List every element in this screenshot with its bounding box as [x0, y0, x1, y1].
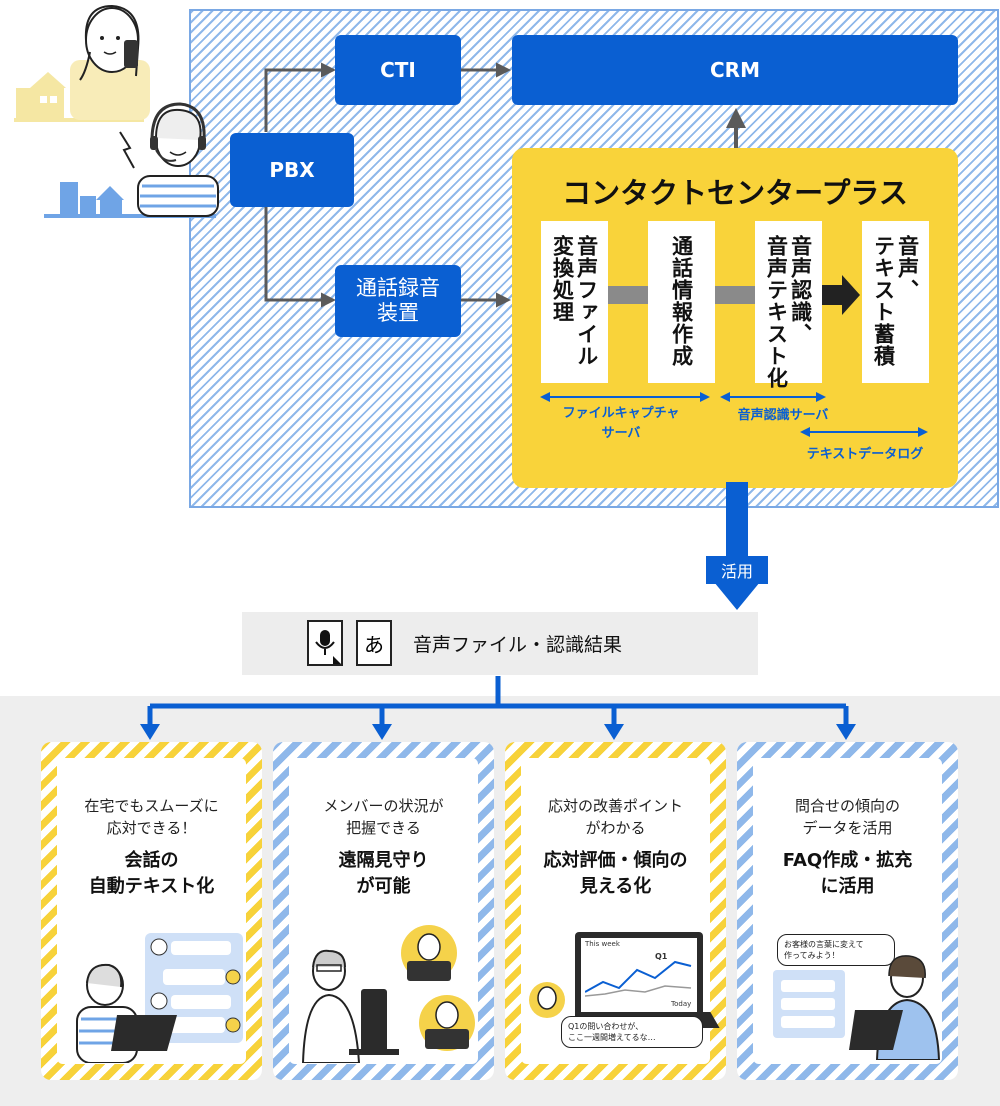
step-label: 音声、 テキスト蓄積 — [871, 235, 920, 367]
text-file-icon: あ — [356, 620, 392, 666]
server-range-arrows — [540, 392, 928, 437]
branch-arrows — [140, 676, 856, 740]
utilize-label: 活用 — [706, 556, 768, 584]
step-storage: 音声、 テキスト蓄積 — [862, 221, 929, 383]
step-audio-conversion: 音声ファイル 変換処理 — [541, 221, 608, 383]
chart-header: This week — [585, 940, 620, 948]
pbx-box: PBX — [230, 133, 354, 207]
card-title: 会話の 自動テキスト化 — [88, 850, 215, 898]
monitor-screen: This week Q1 Today — [581, 938, 697, 1012]
card-subtitle: 在宅でもスムーズに 応対できる！ — [84, 797, 219, 837]
text-file-icon-char: あ — [364, 632, 384, 657]
cti-box: CTI — [335, 35, 461, 105]
product-title: コンタクトセンタープラス — [562, 176, 908, 210]
results-bar-label: 音声ファイル・認識結果 — [413, 634, 623, 656]
card-title: FAQ作成・拡充 に活用 — [782, 850, 913, 898]
step-label: 音声ファイル 変換処理 — [550, 235, 599, 367]
use-case-card-remote-monitoring: メンバーの状況が 把握できる 遠隔見守り が可能 — [273, 742, 494, 1080]
remote-worker-illustration — [76, 933, 243, 1063]
supervisor-illustration — [301, 925, 475, 1063]
card-title: 遠隔見守り が可能 — [338, 850, 429, 898]
card-subtitle: 問合せの傾向の データを活用 — [794, 797, 900, 837]
chart-tag: Q1 — [655, 952, 668, 961]
recorder-label-line2: 装置 — [377, 301, 419, 325]
analyst-bubble: Q1の問い合わせが、 ここ一週間増えてるな… — [561, 1016, 703, 1049]
analyst-avatar — [529, 982, 565, 1018]
text-data-log-label: テキストデータログ — [806, 447, 924, 462]
caller-illustration — [14, 4, 219, 218]
step-label: 音声認識、 音声テキスト化 — [764, 235, 813, 389]
trend-lines — [585, 960, 692, 997]
step-speech-recognition: 音声認識、 音声テキスト化 — [755, 221, 822, 389]
faq-writer-illustration — [773, 955, 941, 1060]
card-title: 応対評価・傾向の 見える化 — [543, 850, 688, 898]
recorder-label-line1: 通話録音 — [356, 275, 440, 300]
card-subtitle: 応対の改善ポイント がわかる — [547, 797, 683, 837]
trend-monitor: This week Q1 Today — [575, 932, 720, 1028]
step-label: 通話情報作成 — [669, 235, 694, 367]
crm-box: CRM — [512, 35, 958, 105]
use-case-card-faq: 問合せの傾向の データを活用 FAQ作成・拡充 に活用 お客様の言葉に変えて 作… — [737, 742, 958, 1080]
chart-footer: Today — [671, 1000, 692, 1008]
use-case-card-auto-text: 在宅でもスムーズに 応対できる！ 会話の 自動テキスト化 — [41, 742, 262, 1080]
speech-recognition-server-label: 音声認識サーバ — [737, 408, 829, 423]
process-connectors — [608, 275, 860, 315]
system-connectors — [264, 62, 746, 308]
file-capture-server-label: ファイルキャプチャ サーバ — [562, 406, 680, 441]
step-call-info: 通話情報作成 — [648, 221, 715, 383]
mic-icon — [307, 620, 343, 666]
utilize-arrow — [714, 482, 760, 610]
use-case-card-evaluation: 応対の改善ポイント がわかる 応対評価・傾向の 見える化 This week Q… — [505, 742, 726, 1080]
faq-writer-bubble: お客様の言葉に変えて 作ってみよう！ — [777, 934, 895, 967]
card-subtitle: メンバーの状況が 把握できる — [323, 797, 444, 837]
call-recorder-box: 通話録音 装置 — [335, 265, 461, 337]
